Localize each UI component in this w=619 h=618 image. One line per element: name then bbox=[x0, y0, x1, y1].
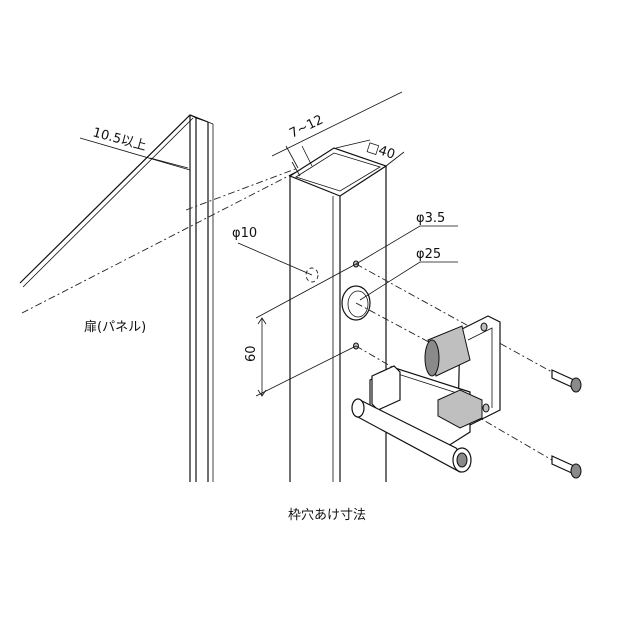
phi25-callout: φ25 bbox=[359, 247, 458, 301]
door-panel-label: 扉(パネル) bbox=[84, 319, 146, 335]
alignment-lines bbox=[355, 263, 553, 461]
latch-assembly bbox=[351, 315, 501, 473]
diagram-caption: 枠穴あけ寸法 bbox=[288, 508, 366, 523]
spacing-dimension: 60 bbox=[244, 263, 357, 397]
spacing-label: 60 bbox=[244, 345, 259, 362]
square-size-label: □40 bbox=[365, 140, 397, 163]
phi3-5-label: φ3.5 bbox=[416, 211, 445, 226]
phi10-callout: φ10 bbox=[232, 226, 313, 276]
phi25-label: φ25 bbox=[416, 247, 441, 262]
screw-lower bbox=[551, 455, 582, 479]
frame-post bbox=[288, 147, 388, 482]
phi10-label: φ10 bbox=[232, 226, 257, 241]
gap-range-dimension: 7~12 bbox=[271, 91, 403, 177]
door-panel bbox=[19, 114, 301, 482]
screw-upper bbox=[551, 369, 582, 393]
gap-range-label: 7~12 bbox=[287, 112, 326, 141]
phi3-5-callout: φ3.5 bbox=[355, 211, 458, 265]
hole-phi10 bbox=[305, 267, 319, 283]
